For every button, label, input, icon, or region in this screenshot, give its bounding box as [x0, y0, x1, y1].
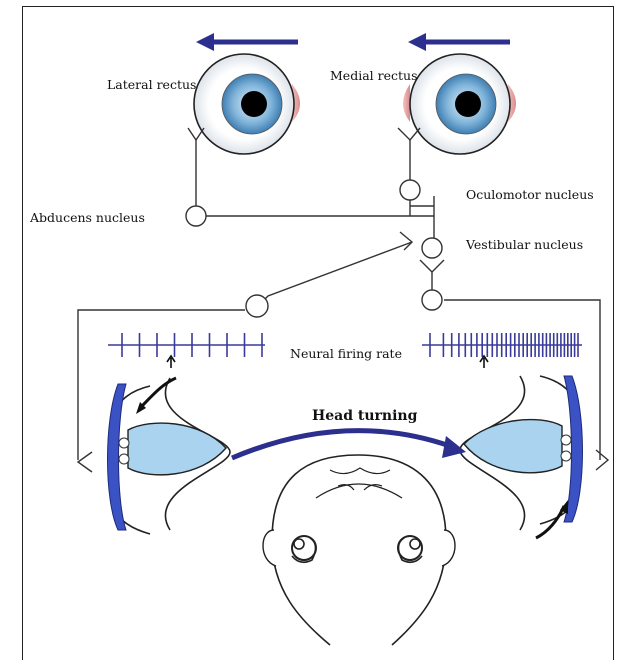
vestibular-nucleus-node: [422, 238, 442, 258]
label-abducens-nucleus: Abducens nucleus: [29, 210, 145, 225]
left-eye: [194, 54, 300, 154]
firing-rate-right: [422, 333, 582, 357]
label-medial-rectus: Medial rectus: [330, 68, 417, 83]
abducens-nucleus-node: [186, 206, 206, 226]
head-illustration: [263, 455, 455, 645]
oculomotor-nucleus-node: [400, 180, 420, 200]
label-vestibular-nucleus: Vestibular nucleus: [465, 237, 583, 252]
head-turning-arrow: [232, 431, 466, 458]
label-lateral-rectus: Lateral rectus: [107, 77, 196, 92]
right-eye-medial-muscle: [403, 84, 410, 122]
right-eye: [403, 54, 516, 154]
label-neural-firing-rate: Neural firing rate: [290, 346, 402, 361]
vestibular-nucleus-right-node: [422, 290, 442, 310]
label-head-turning: Head turning: [312, 408, 418, 424]
eye-movement-arrow-left: [196, 33, 298, 51]
left-semicircular-canal: [108, 378, 231, 534]
stimulus-marker-right: [480, 356, 488, 368]
eye-movement-arrow-right: [408, 33, 510, 51]
right-semicircular-canal: [460, 376, 583, 538]
firing-rate-left: [108, 333, 265, 357]
stimulus-marker-left: [167, 356, 175, 368]
vestibular-nucleus-left-node: [246, 295, 268, 317]
label-oculomotor-nucleus: Oculomotor nucleus: [466, 187, 594, 202]
